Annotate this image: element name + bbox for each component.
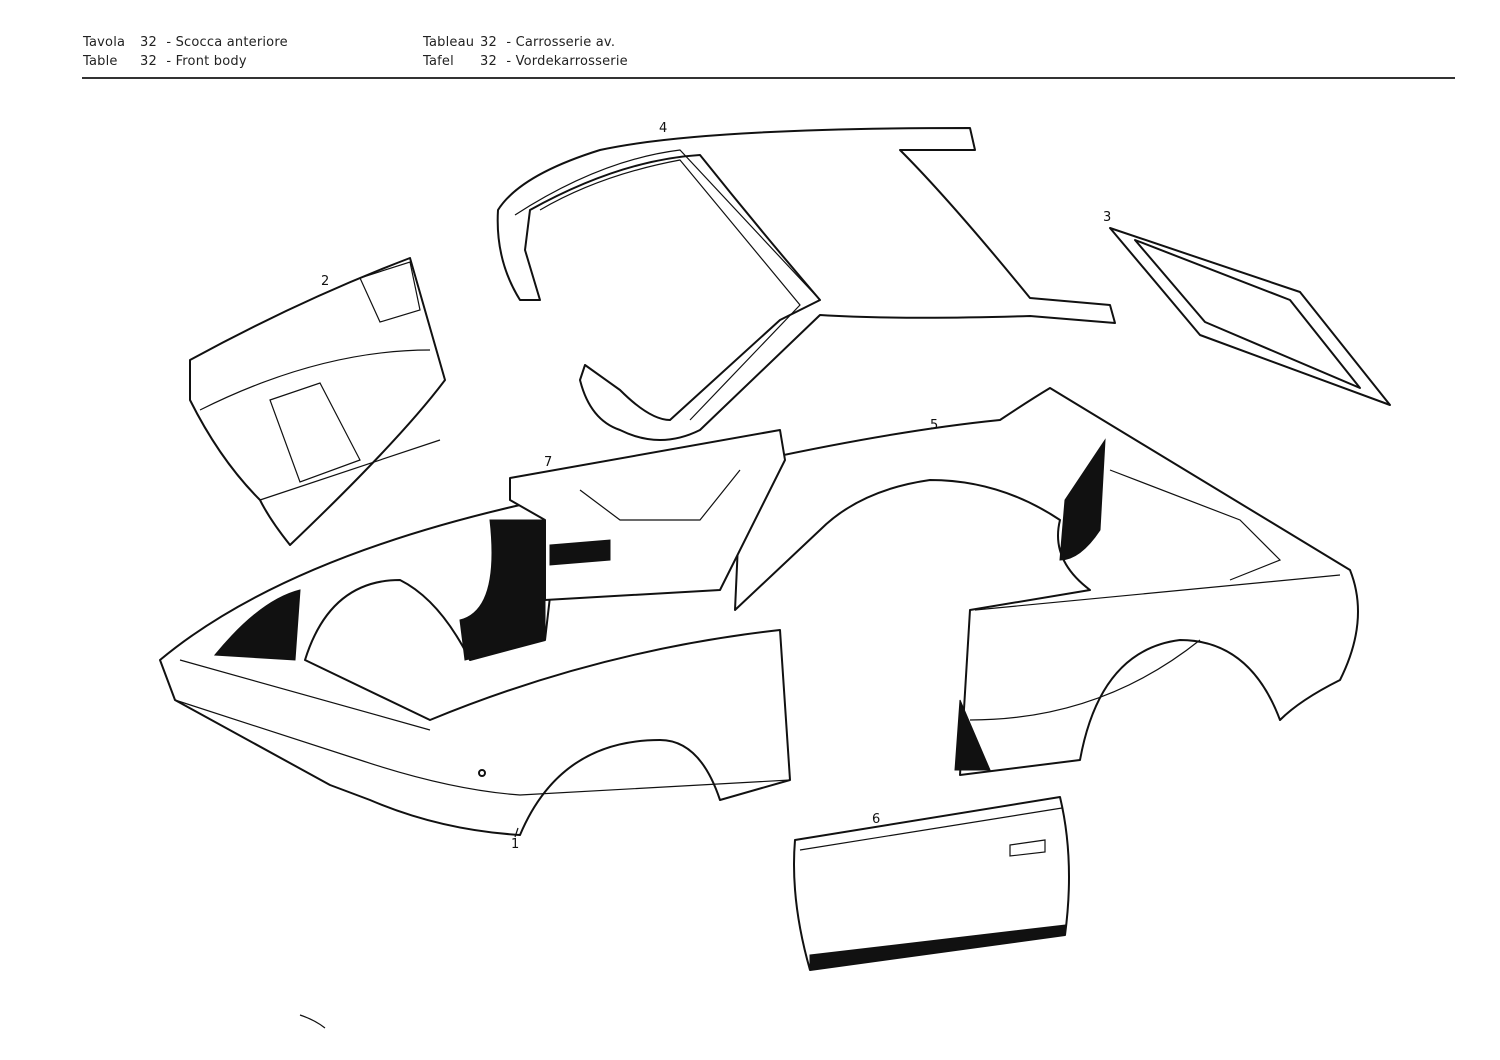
header-number: 32 (140, 35, 157, 50)
header-rule (82, 77, 1455, 79)
part-front-body (159, 504, 791, 836)
callout-7: 7 (544, 455, 552, 470)
callout-1: 1 (511, 837, 519, 852)
header-title: - Vordekarrosserie (506, 54, 628, 69)
header-line-french: Tableau 32 - Carrosserie av. (423, 33, 628, 52)
header-word: Tafel (423, 54, 454, 69)
header-left: Tavola 32 - Scocca anteriore Table 32 - Fr… (83, 33, 288, 71)
header-title: - Scocca anteriore (166, 35, 288, 50)
header-number: 32 (480, 54, 497, 69)
header-line-german: Tafel 32 - Vordekarrosserie (423, 52, 628, 71)
callout-1-leader (514, 827, 519, 838)
header-right: Tableau 32 - Carrosserie av. Tafel 32 - Vo… (423, 33, 628, 71)
header-word: Table (83, 54, 118, 69)
part-bonnet (189, 257, 446, 546)
header-word: Tavola (83, 35, 126, 50)
header-line-italian: Tavola 32 - Scocca anteriore (83, 33, 288, 52)
part-roof (496, 127, 1116, 441)
part-door-inner (509, 429, 786, 601)
part-door-skin (793, 796, 1070, 971)
callout-6: 6 (872, 812, 880, 827)
stray-mark (299, 1014, 326, 1029)
header-title: - Carrosserie av. (506, 35, 616, 50)
header-number: 32 (480, 35, 497, 50)
callout-4: 4 (659, 121, 667, 136)
part-side-body (734, 387, 1359, 776)
callout-5: 5 (930, 418, 938, 433)
callout-3: 3 (1103, 210, 1111, 225)
header-number: 32 (140, 54, 157, 69)
header-word: Tableau (423, 35, 475, 50)
part-rear-window-frame (1109, 227, 1391, 406)
callout-2: 2 (321, 274, 329, 289)
header-title: - Front body (166, 54, 247, 69)
header-line-english: Table 32 - Front body (83, 52, 288, 71)
